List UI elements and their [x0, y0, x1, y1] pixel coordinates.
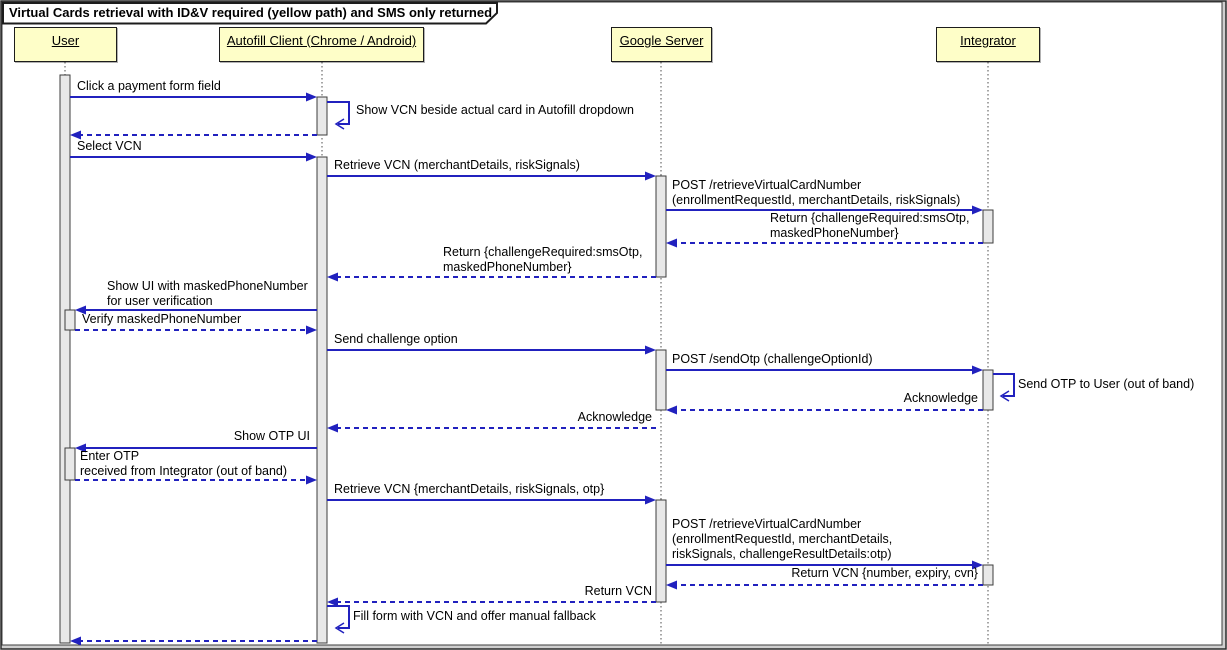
msg-return-vcn-full-label: Return VCN {number, expiry, cvn}: [791, 566, 978, 580]
participant-autofill-client: Autofill Client (Chrome / Android): [219, 27, 424, 62]
title-frame-tab: [2, 2, 498, 25]
msg-post-retrieve-2-label: POST /retrieveVirtualCardNumber (enrollm…: [672, 517, 893, 561]
msg-send-challenge-option-label: Send challenge option: [334, 332, 458, 346]
msg-post-send-otp-arrow: [666, 365, 983, 375]
msg-verify-masked-label: Verify maskedPhoneNumber: [82, 312, 242, 326]
msg-send-challenge-option-arrow: [327, 345, 656, 355]
activation-bars: [59, 74, 994, 644]
msg-post-send-otp-label: POST /sendOtp (challengeOptionId): [672, 352, 873, 366]
msg-enter-otp-arrow: [75, 475, 317, 485]
msg-show-otp-ui-label: Show OTP UI: [233, 429, 310, 443]
msg-retrieve-vcn-1-arrow: [327, 171, 656, 181]
activation-integrator-2: [982, 369, 994, 411]
participant-integrator: Integrator: [936, 27, 1040, 62]
diagram-title: Virtual Cards retrieval with ID&V requir…: [9, 5, 493, 20]
msg-return-challenge-client-label: Return {challengeRequired:smsOtp, masked…: [443, 245, 643, 274]
msg-retrieve-vcn-1-label: Retrieve VCN (merchantDetails, riskSigna…: [334, 158, 580, 172]
msg-enter-otp-label: Enter OTP received from Integrator (out …: [80, 449, 288, 478]
msg-return-to-user-arrow: [70, 130, 317, 140]
msg-click-payment-arrow: [70, 92, 317, 102]
msg-return-challenge-client-arrow: [327, 272, 656, 282]
activation-google-3: [655, 499, 667, 603]
msg-click-payment-label: Click a payment form field: [77, 79, 221, 93]
msg-ack-client-arrow: [327, 423, 656, 433]
msg-return-challenge-integrator-arrow: [666, 238, 983, 248]
msg-return-vcn-arrow: [327, 597, 656, 607]
msg-return-challenge-integrator-label: Return {challengeRequired:smsOtp, masked…: [770, 211, 970, 240]
msg-show-otp-ui-arrow: [75, 443, 317, 453]
msg-show-masked-ui-label: Show UI with maskedPhoneNumber for user …: [107, 279, 308, 308]
msg-return-vcn-full-arrow: [666, 580, 983, 590]
msg-fill-form-self-arrow: [327, 605, 350, 634]
msg-post-retrieve-1-label: POST /retrieveVirtualCardNumber (enrollm…: [672, 178, 961, 207]
msg-ack-integrator-arrow: [666, 405, 983, 415]
msg-show-vcn-dropdown-label: Show VCN beside actual card in Autofill …: [356, 103, 634, 117]
msg-send-otp-oob-label: Send OTP to User (out of band): [1018, 377, 1195, 391]
msg-show-vcn-self-arrow: [327, 101, 350, 130]
msg-ack-client-label: Acknowledge: [577, 410, 652, 424]
msg-return-vcn-label: Return VCN: [584, 584, 652, 598]
msg-fill-form-label: Fill form with VCN and offer manual fall…: [353, 609, 596, 623]
activation-integrator-1: [982, 209, 994, 244]
msg-verify-masked-arrow: [75, 325, 317, 335]
msg-final-return-arrow: [70, 636, 317, 646]
activation-user-otp: [64, 447, 76, 481]
activation-integrator-3: [982, 564, 994, 586]
activation-user-main: [59, 74, 71, 644]
participant-user: User: [14, 27, 117, 62]
msg-retrieve-vcn-2-arrow: [327, 495, 656, 505]
msg-retrieve-vcn-2-label: Retrieve VCN {merchantDetails, riskSigna…: [334, 482, 605, 496]
msg-post-retrieve-2-arrow: [666, 560, 983, 570]
msg-show-masked-ui-arrow: [75, 305, 317, 315]
activation-autofill-2: [316, 156, 328, 644]
activation-user-verify: [64, 309, 76, 331]
participant-google-server: Google Server: [611, 27, 712, 62]
msg-select-vcn-label: Select VCN: [77, 139, 142, 153]
activation-autofill-1: [316, 96, 328, 136]
msg-post-retrieve-1-arrow: [666, 205, 983, 215]
activation-google-1: [655, 175, 667, 278]
msg-select-vcn-arrow: [70, 152, 317, 162]
activation-google-2: [655, 349, 667, 411]
msg-ack-integrator-label: Acknowledge: [903, 391, 978, 405]
msg-send-otp-self-arrow: [993, 373, 1015, 402]
